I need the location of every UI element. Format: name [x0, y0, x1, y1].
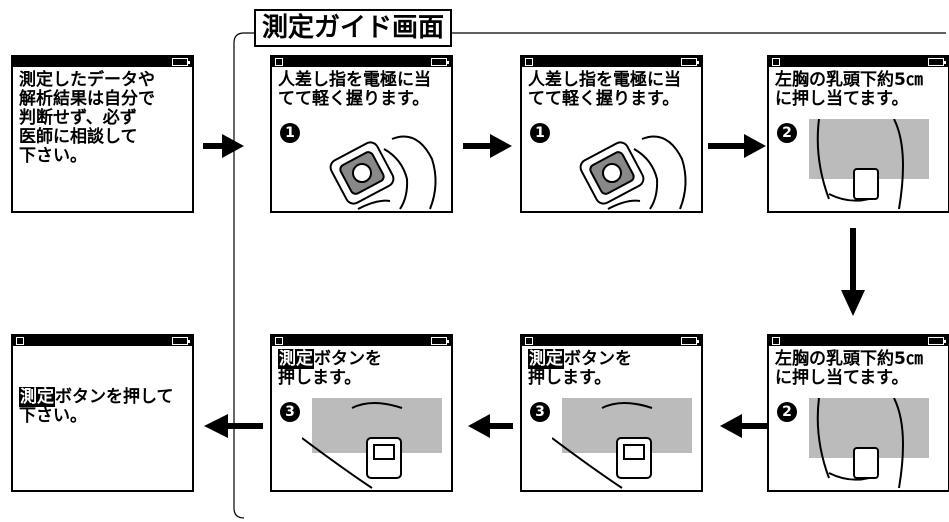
screen-step3-b: 測定ボタンを 押します。 3 [270, 334, 453, 492]
measure-highlight: 測定 [19, 387, 55, 407]
step-number-2: 2 [777, 123, 797, 143]
battery-icon [681, 337, 699, 345]
menu-icon [275, 337, 283, 345]
screen-intro: 測定したデータや 解析結果は自分で 判断せず、必ず 医師に相談して 下さい。 [11, 55, 194, 213]
step2-text: 左胸の乳頭下約5㎝ に押し当てます。 [775, 349, 923, 388]
screen-step2-b: 左胸の乳頭下約5㎝ に押し当てます。 2 [767, 334, 949, 492]
final-rest: ボタンを押して 下さい。 [19, 387, 174, 426]
screen-step1-b: 人差し指を電極に当 てて軽く握ります。 1 [520, 55, 703, 213]
final-text: 測定ボタンを押して 下さい。 [19, 387, 188, 426]
step2-text: 左胸の乳頭下約5㎝ に押し当てます。 [775, 70, 923, 109]
menu-icon [16, 337, 24, 345]
battery-icon [928, 337, 946, 345]
menu-icon [525, 58, 533, 66]
chest-press-illustration [809, 398, 929, 489]
battery-icon [928, 58, 946, 66]
menu-icon [772, 337, 780, 345]
battery-icon [172, 58, 190, 66]
menu-icon [772, 58, 780, 66]
arrow-left-3 [204, 414, 263, 438]
measure-highlight: 測定 [278, 349, 314, 369]
arrow-left-1 [720, 414, 767, 438]
step-number-3: 3 [280, 402, 300, 422]
hand-grip-illustration [579, 135, 687, 210]
press-button-illustration [552, 398, 692, 489]
battery-icon [681, 58, 699, 66]
step1-text: 人差し指を電極に当 てて軽く握ります。 [528, 70, 681, 109]
page-title: 測定ガイド画面 [254, 9, 453, 47]
battery-icon [172, 337, 190, 345]
chest-press-illustration [809, 119, 929, 210]
menu-icon [275, 58, 283, 66]
arrow-right-2 [463, 134, 512, 158]
press-button-illustration [302, 398, 442, 489]
step-number-1: 1 [530, 123, 550, 143]
screen-step2-a: 左胸の乳頭下約5㎝ に押し当てます。 2 [767, 55, 949, 213]
arrow-right-3 [708, 134, 766, 158]
hand-grip-illustration [329, 135, 437, 210]
arrow-down [841, 228, 865, 316]
measure-highlight: 測定 [528, 349, 564, 369]
screen-step1-a: 人差し指を電極に当 てて軽く握ります。 1 [270, 55, 453, 213]
step3-rest: ボタンを 押します。 [278, 349, 382, 388]
step-number-1: 1 [280, 123, 300, 143]
menu-icon [525, 337, 533, 345]
intro-text: 測定したデータや 解析結果は自分で 判断せず、必ず 医師に相談して 下さい。 [19, 70, 155, 166]
step-number-2: 2 [777, 402, 797, 422]
arrow-right-1 [203, 134, 244, 158]
battery-icon [431, 337, 449, 345]
step1-text: 人差し指を電極に当 てて軽く握ります。 [278, 70, 431, 109]
step3-text: 測定ボタンを 押します。 [528, 349, 697, 388]
battery-icon [431, 58, 449, 66]
screen-final: 測定ボタンを押して 下さい。 [11, 334, 194, 492]
step-number-3: 3 [530, 402, 550, 422]
step3-rest: ボタンを 押します。 [528, 349, 632, 388]
arrow-left-2 [468, 414, 513, 438]
screen-step3-a: 測定ボタンを 押します。 3 [520, 334, 703, 492]
step3-text: 測定ボタンを 押します。 [278, 349, 447, 388]
